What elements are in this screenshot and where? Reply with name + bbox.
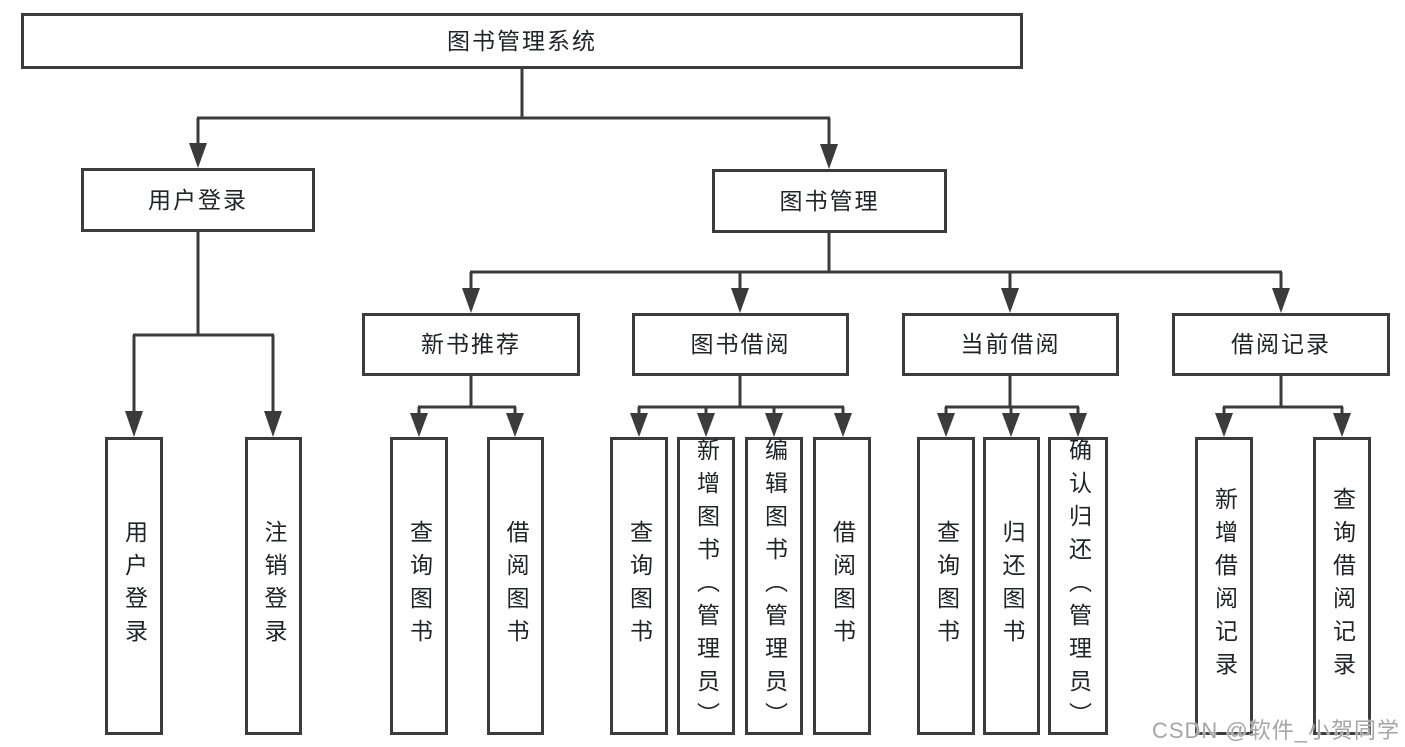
leaf-edit-book-admin-label: 编辑图书（管理员） — [761, 437, 788, 735]
leaf-current-query-book-label: 查询图书 — [933, 520, 960, 652]
node-book-management: 图书管理 — [712, 169, 947, 233]
leaf-borrow-book-label: 借阅图书 — [829, 520, 856, 652]
leaf-return-book-label: 归还图书 — [999, 520, 1025, 652]
leaf-query-borrow-record-label: 查询借阅记录 — [1329, 487, 1356, 685]
node-book-borrow: 图书借阅 — [632, 313, 849, 376]
leaf-user-login: 用户登录 — [105, 437, 163, 735]
leaf-borrow-query-book-label: 查询图书 — [626, 520, 653, 652]
leaf-confirm-return-admin: 确认归还（管理员） — [1048, 437, 1108, 735]
node-root: 图书管理系统 — [21, 13, 1023, 69]
leaf-add-borrow-record: 新增借阅记录 — [1195, 437, 1253, 735]
leaf-logout-label: 注销登录 — [261, 520, 287, 652]
leaf-add-book-admin: 新增图书（管理员） — [677, 437, 735, 735]
node-user-login: 用户登录 — [81, 168, 315, 232]
leaf-query-borrow-record: 查询借阅记录 — [1313, 437, 1371, 735]
node-borrow-record-label: 借阅记录 — [1231, 331, 1331, 357]
leaf-borrow-book: 借阅图书 — [813, 437, 871, 735]
leaf-recommend-query-book: 查询图书 — [390, 437, 448, 735]
leaf-edit-book-admin: 编辑图书（管理员） — [745, 437, 803, 735]
node-borrow-record: 借阅记录 — [1172, 313, 1390, 376]
leaf-logout: 注销登录 — [245, 437, 302, 735]
leaf-confirm-return-admin-label: 确认归还（管理员） — [1065, 437, 1092, 735]
node-current-borrow: 当前借阅 — [902, 313, 1119, 376]
csdn-watermark: CSDN @软件_小贺同学 — [1151, 718, 1400, 743]
node-new-book-recommend: 新书推荐 — [362, 313, 580, 376]
leaf-recommend-query-book-label: 查询图书 — [406, 520, 433, 652]
leaf-recommend-borrow-book-label: 借阅图书 — [503, 520, 529, 652]
node-new-book-recommend-label: 新书推荐 — [421, 331, 521, 357]
leaf-recommend-borrow-book: 借阅图书 — [487, 437, 544, 735]
leaf-borrow-query-book: 查询图书 — [610, 437, 668, 735]
node-user-login-label: 用户登录 — [148, 186, 248, 213]
leaf-add-borrow-record-label: 新增借阅记录 — [1211, 487, 1238, 685]
node-current-borrow-label: 当前借阅 — [960, 331, 1061, 357]
node-root-label: 图书管理系统 — [447, 27, 597, 54]
leaf-return-book: 归还图书 — [983, 437, 1040, 735]
node-book-borrow-label: 图书借阅 — [690, 331, 791, 357]
node-book-management-label: 图书管理 — [779, 187, 880, 214]
leaf-current-query-book: 查询图书 — [917, 437, 975, 735]
leaf-user-login-label: 用户登录 — [121, 520, 148, 652]
leaf-add-book-admin-label: 新增图书（管理员） — [693, 437, 720, 735]
